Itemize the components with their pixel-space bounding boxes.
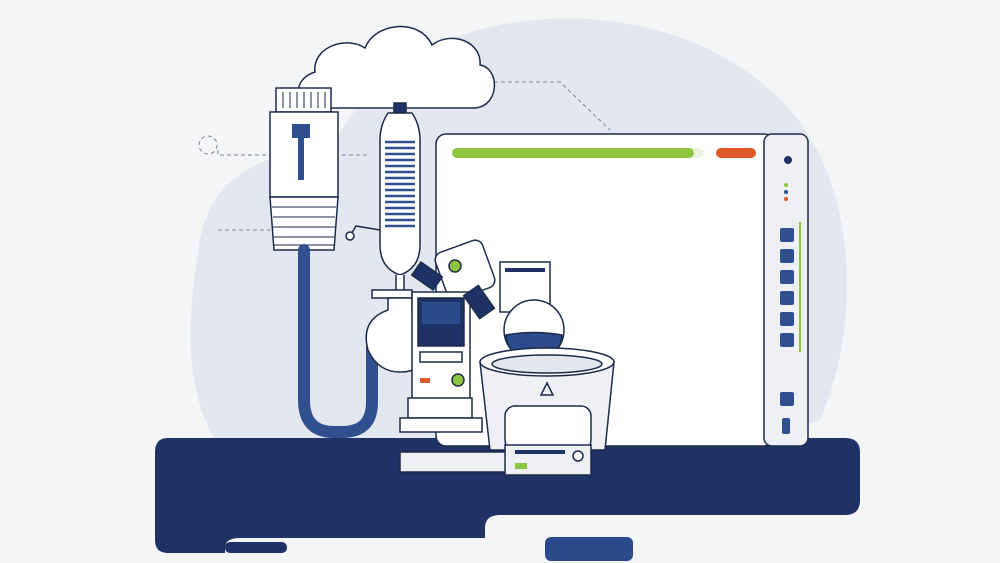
dashed-connectors — [198, 81, 611, 231]
led-blue — [784, 190, 788, 194]
progress-fill — [452, 148, 694, 158]
led-green — [784, 183, 788, 187]
cloud-icon — [297, 25, 496, 109]
ethernet-ports — [780, 228, 794, 434]
ground-chip-right — [545, 537, 633, 561]
warning-triangle-icon — [539, 381, 555, 396]
rotary-evaporator-icon — [399, 239, 551, 473]
ethernet-plug-icon — [269, 87, 339, 251]
led-orange — [784, 197, 788, 201]
ground-chip-left — [225, 542, 287, 553]
indicator-orange — [420, 378, 430, 383]
router-side-panel — [763, 133, 809, 447]
ground-base — [155, 438, 860, 553]
knob-green — [451, 373, 465, 387]
bath-indicator-green — [515, 463, 527, 469]
condenser-coil-icon — [345, 102, 421, 293]
knob-green-top — [448, 259, 462, 273]
water-bath-icon — [479, 347, 615, 476]
status-pill-orange — [716, 148, 756, 158]
